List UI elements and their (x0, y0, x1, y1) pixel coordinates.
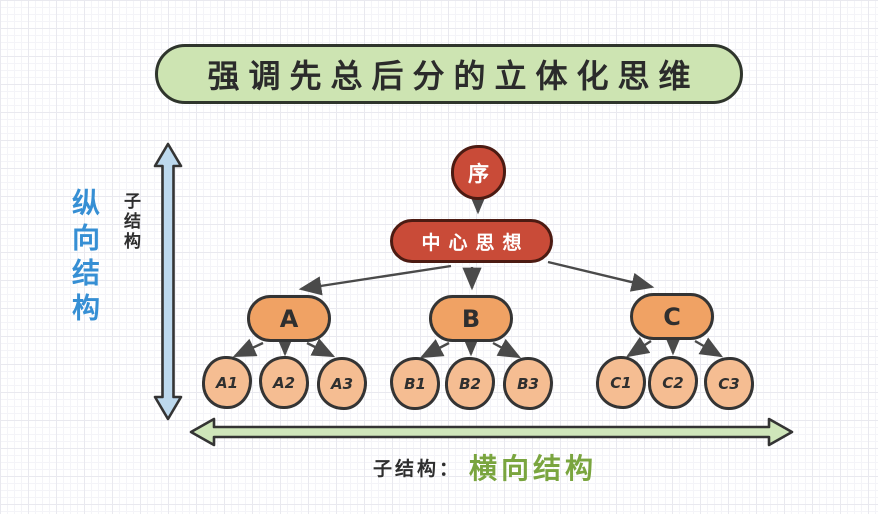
leaf-node-a3-label: A3 (330, 374, 354, 393)
branch-node-b-label: B (461, 304, 481, 333)
center-node: 中心思想 (390, 219, 553, 263)
vertical-axis-label: 纵向结构 (68, 188, 101, 328)
leaf-node-a2-label: A2 (272, 373, 296, 392)
root-node-label: 序 (468, 161, 489, 186)
leaf-node-c1-label: C1 (610, 373, 632, 392)
leaf-node-b1-label: B1 (404, 374, 426, 393)
vertical-axis-sublabel: 子结构 (120, 192, 140, 252)
leaf-node-a1-label: A1 (215, 373, 239, 392)
horizontal-axis-label: 子结构： 横向结构 (300, 446, 670, 488)
leaf-node-c2-label: C2 (662, 373, 684, 392)
leaf-node-b1: B1 (390, 357, 440, 410)
leaf-node-b3-label: B3 (517, 374, 539, 393)
leaf-node-a1: A1 (202, 356, 252, 409)
leaf-node-c2: C2 (648, 356, 698, 409)
center-node-label: 中心思想 (421, 231, 530, 254)
title-banner: 强调先总后分的立体化思维 (155, 44, 743, 104)
horizontal-double-arrow-icon (189, 417, 794, 447)
horizontal-axis-main: 横向结构 (469, 452, 598, 485)
leaf-node-b3: B3 (503, 357, 553, 410)
horizontal-axis-prefix: 子结构： (372, 457, 461, 480)
branch-node-b: B (429, 295, 513, 342)
leaf-node-c3-label: C3 (718, 374, 740, 393)
branch-node-a-label: A (279, 304, 299, 333)
leaf-node-c3: C3 (704, 357, 754, 410)
page-title: 强调先总后分的立体化思维 (207, 57, 700, 95)
root-node: 序 (451, 145, 506, 200)
leaf-node-a3: A3 (317, 357, 367, 410)
branch-node-c-label: C (663, 302, 681, 331)
leaf-node-c1: C1 (596, 356, 646, 409)
leaf-node-b2-label: B2 (459, 374, 481, 393)
branch-node-c: C (630, 293, 714, 340)
leaf-node-a2: A2 (259, 356, 309, 409)
leaf-node-b2: B2 (445, 357, 495, 410)
branch-node-a: A (247, 295, 331, 342)
vertical-double-arrow-icon (153, 142, 183, 421)
